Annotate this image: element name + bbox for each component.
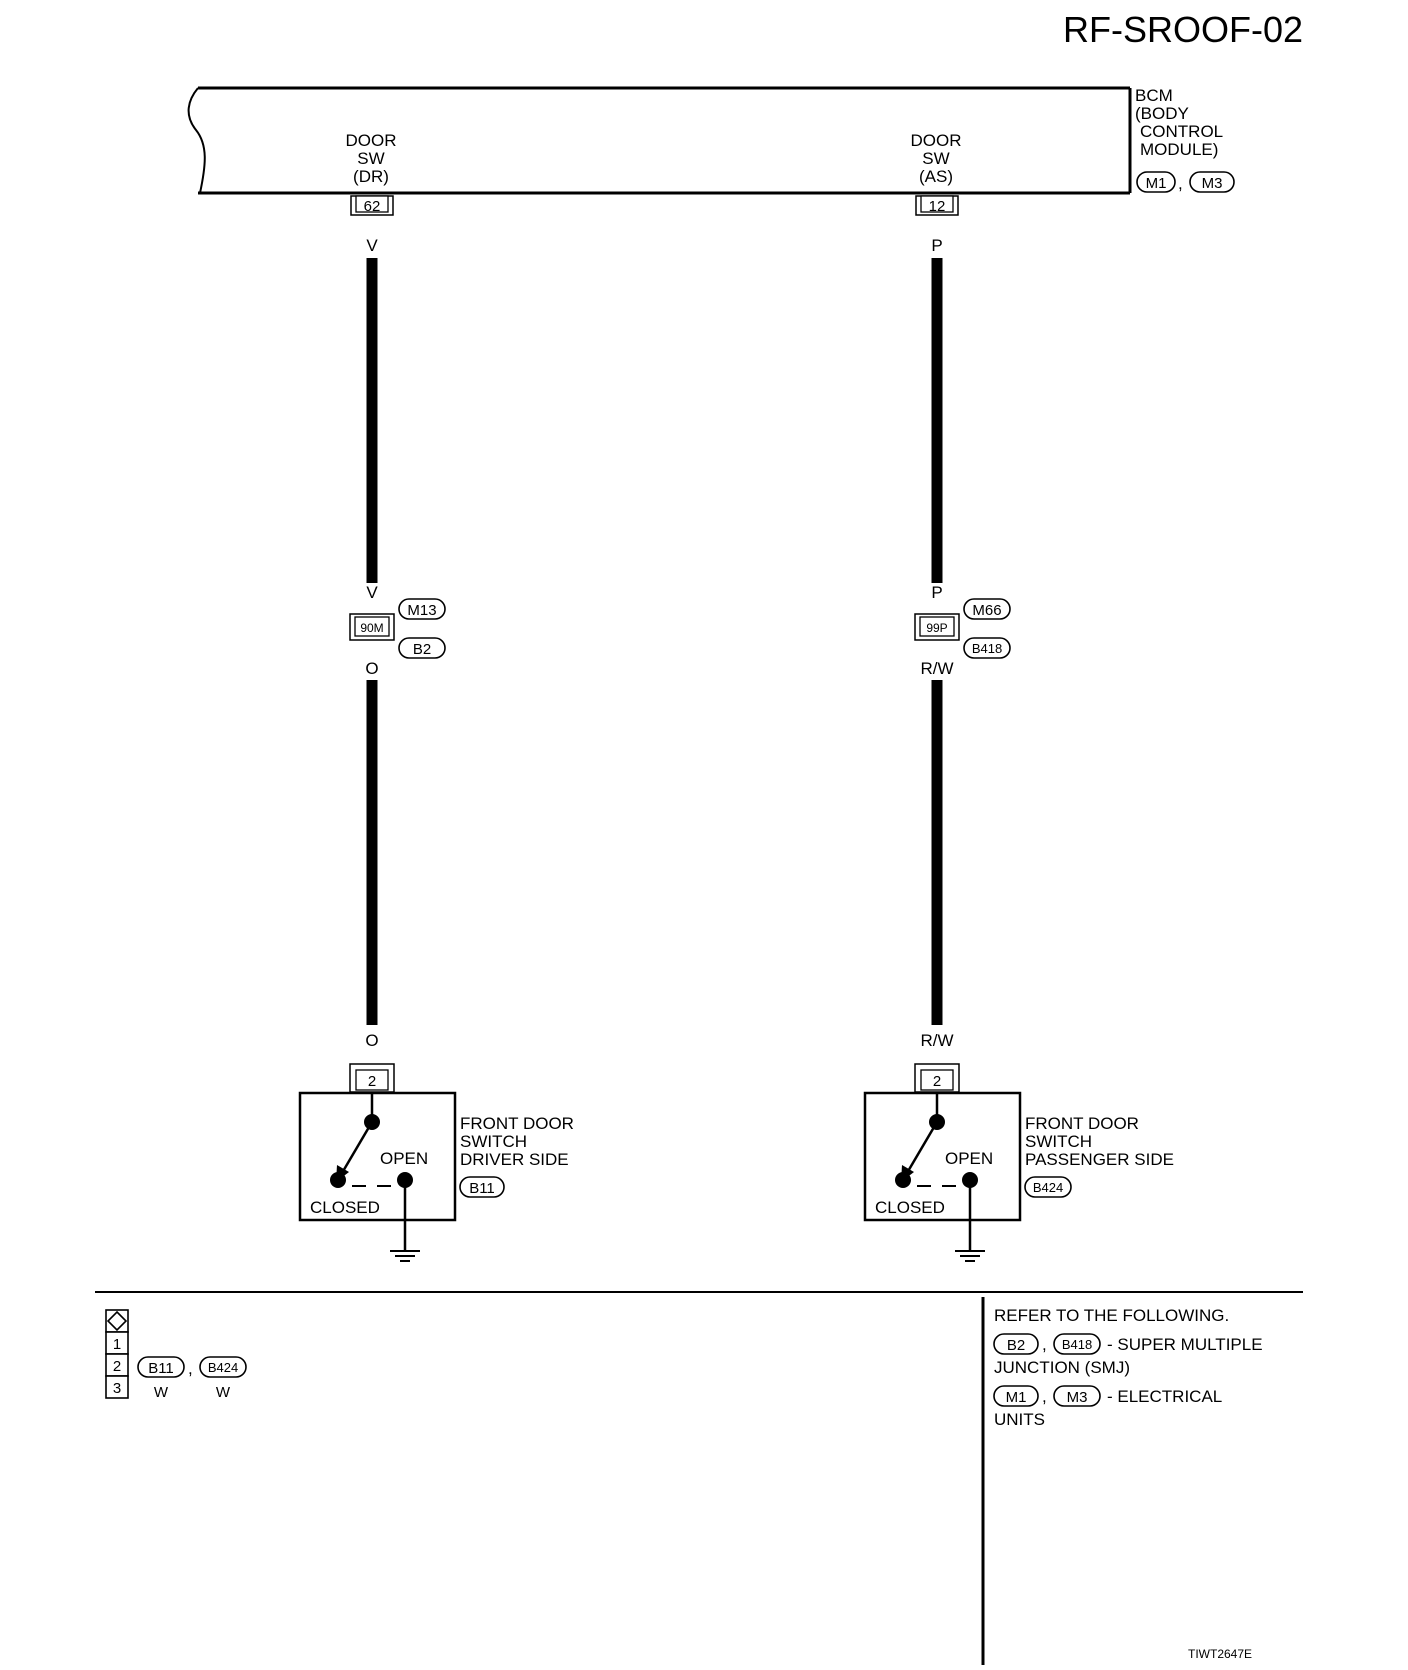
front-door-switch-passenger: OPEN CLOSED [863, 1091, 1022, 1262]
terminal-pin-62: 62 [350, 195, 394, 216]
refer-heading: REFER TO THE FOLLOWING. [994, 1306, 1229, 1325]
pin-number: 2 [368, 1073, 376, 1090]
wire-color: V [366, 236, 378, 255]
connector-badge-m3: M3 [1189, 171, 1235, 193]
wire-color: W [216, 1384, 231, 1401]
terminal-pin-12: 12 [915, 195, 959, 216]
switch-open-label: OPEN [945, 1149, 993, 1168]
wire-color: P [931, 583, 942, 602]
connector-badge-m66: M66 [963, 598, 1011, 620]
refer-text: JUNCTION (SMJ) [994, 1358, 1130, 1377]
switch-name-line: SWITCH [460, 1132, 527, 1151]
terminal-name-line: (DR) [353, 167, 389, 186]
connector-badge-m3: M3 [1053, 1385, 1101, 1407]
switch-pin-2: 2 [914, 1063, 960, 1093]
separator: , [1042, 1335, 1047, 1354]
wire-color: O [365, 1031, 378, 1050]
connector-badge-m13: M13 [398, 598, 446, 620]
ground-symbol [390, 1250, 420, 1262]
pin-number: 99P [926, 621, 947, 635]
wire-color: P [931, 236, 942, 255]
switch-name-line: FRONT DOOR [1025, 1114, 1139, 1133]
bcm-label-line: (BODY [1135, 104, 1189, 123]
pin-number: 90M [360, 621, 383, 635]
wire-color: V [366, 583, 378, 602]
connector-table: 1 2 3 B11 , B424 W W [105, 1309, 247, 1401]
wire-color: R/W [920, 659, 953, 678]
bcm-box [187, 86, 1132, 195]
connector-badge-b418: B418 [1053, 1333, 1101, 1355]
bcm-label-line: BCM [1135, 86, 1173, 105]
connector-badge-b2: B2 [398, 637, 446, 659]
switch-open-label: OPEN [380, 1149, 428, 1168]
driver-circuit: DOOR SW (DR) 62 V V 90M M13 B2 O O [298, 131, 574, 1262]
diamond-icon [105, 1309, 129, 1333]
switch-pin-2: 2 [349, 1063, 395, 1093]
connector-badge-label: B418 [972, 641, 1002, 656]
pin-number: 2 [933, 1073, 941, 1090]
refer-text: - ELECTRICAL [1107, 1387, 1222, 1406]
separator: , [188, 1359, 193, 1378]
wire-color: R/W [920, 1031, 953, 1050]
connector-badge-b11: B11 [137, 1356, 185, 1378]
switch-name-line: PASSENGER SIDE [1025, 1150, 1174, 1169]
connector-badge-label: B418 [1062, 1337, 1092, 1352]
junction-pin-90m: 90M [349, 613, 395, 641]
refer-section: REFER TO THE FOLLOWING. B2 , B418 - SUPE… [993, 1306, 1263, 1429]
diagram-id: RF-SROOF-02 [1063, 9, 1303, 50]
switch-closed-label: CLOSED [875, 1198, 945, 1217]
row-number: 2 [113, 1358, 121, 1375]
front-door-switch-driver: OPEN CLOSED [298, 1091, 457, 1262]
connector-badge-b2: B2 [993, 1333, 1039, 1355]
figure-id: TIWT2647E [1188, 1647, 1252, 1661]
terminal-name-line: DOOR [911, 131, 962, 150]
connector-badge-label: M13 [407, 602, 436, 619]
connector-badge-label: M66 [972, 602, 1001, 619]
switch-name-line: DRIVER SIDE [460, 1150, 569, 1169]
passenger-circuit: DOOR SW (AS) 12 P P 99P M66 B418 R/W R/W [863, 131, 1174, 1262]
connector-badge-label: M3 [1067, 1389, 1088, 1406]
refer-text: UNITS [994, 1410, 1045, 1429]
pin-number: 12 [929, 198, 946, 215]
connector-badge-b424: B424 [1024, 1176, 1072, 1198]
switch-name-line: SWITCH [1025, 1132, 1092, 1151]
connector-badge-label: B424 [208, 1360, 238, 1375]
connector-badge-b418: B418 [963, 637, 1011, 659]
terminal-name-line: (AS) [919, 167, 953, 186]
row-number: 3 [113, 1380, 121, 1397]
connector-badge-label: B11 [148, 1360, 174, 1377]
connector-badge-m1: M1 [993, 1385, 1039, 1407]
connector-badge-label: M3 [1202, 175, 1223, 192]
connector-badge-b424: B424 [199, 1356, 247, 1378]
row-number: 1 [113, 1336, 121, 1353]
connector-badge-label: B11 [469, 1180, 495, 1197]
junction-pin-99p: 99P [914, 613, 960, 641]
connector-badge-label: M1 [1006, 1389, 1027, 1406]
ground-symbol [955, 1250, 985, 1262]
wire-color: W [154, 1384, 169, 1401]
bcm-label: BCM (BODY CONTROL MODULE) M1 , M3 [1135, 86, 1235, 193]
connector-badge-m1: M1 [1136, 171, 1176, 193]
terminal-name-line: SW [922, 149, 949, 168]
terminal-name-line: DOOR [346, 131, 397, 150]
connector-badge-label: B2 [1007, 1337, 1025, 1354]
connector-badge-label: B424 [1033, 1180, 1063, 1195]
connector-badge-b11: B11 [459, 1176, 505, 1198]
terminal-name-line: SW [357, 149, 384, 168]
pin-number: 62 [364, 198, 381, 215]
connector-badge-label: M1 [1146, 175, 1167, 192]
refer-text: - SUPER MULTIPLE [1107, 1335, 1263, 1354]
switch-closed-label: CLOSED [310, 1198, 380, 1217]
separator: , [1178, 174, 1183, 193]
connector-badge-label: B2 [413, 641, 431, 658]
separator: , [1042, 1387, 1047, 1406]
wire-color: O [365, 659, 378, 678]
bcm-label-line: CONTROL [1140, 122, 1223, 141]
bcm-label-line: MODULE) [1140, 140, 1218, 159]
switch-name-line: FRONT DOOR [460, 1114, 574, 1133]
